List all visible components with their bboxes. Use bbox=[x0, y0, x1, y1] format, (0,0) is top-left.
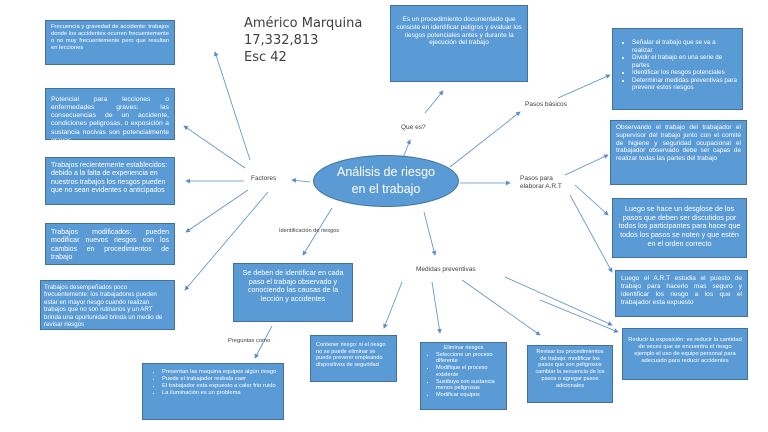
reducir-box: Reducir la exposición: es reducir la can… bbox=[622, 328, 748, 380]
central-topic: Análisis de riesgo en el trabajo bbox=[313, 155, 459, 207]
label-medidas: Medidas preventivas bbox=[416, 266, 476, 273]
factor-box-potencial: Potencial para lecciones o enfermedades … bbox=[45, 88, 175, 144]
pasos-basicos-item: Señalar el trabajo que se va a realizar bbox=[632, 39, 737, 54]
pasos-art-box-1: Observando el trabajo del trabajador el … bbox=[610, 120, 747, 185]
label-pasos-elaborar-line2: elaborar A.R.T bbox=[520, 183, 562, 190]
eliminar-box: Eliminar riesgos Seleccione un proceso d… bbox=[420, 342, 507, 410]
pasos-basicos-item: Dividir el trabajo en una serie de parte… bbox=[632, 54, 737, 69]
eliminar-item: Seleccione un proceso diferente bbox=[436, 352, 501, 365]
pasos-basicos-item: Determinar medidas preventivas para prev… bbox=[632, 77, 737, 92]
factor-box-frecuencia: Frecuencia y gravedad de accidente: trab… bbox=[45, 20, 175, 65]
pregunta-item: El trabajador esta expuesto a calor frio… bbox=[162, 383, 278, 390]
contener-box: Contener riesgo: si el riesgo no se pued… bbox=[310, 335, 397, 382]
factor-box-modificados: Trabajos modificados: pueden modificar n… bbox=[45, 223, 175, 265]
pasos-art-box-2: Luego se hace un desglose de los pasos q… bbox=[612, 198, 747, 258]
factor-box-recientes: Trabajos recientemente establecidos: deb… bbox=[45, 157, 175, 205]
revisar-box: Revisar los procedimientos de trabajo: m… bbox=[527, 345, 613, 403]
label-que-es: Que es? bbox=[401, 124, 426, 131]
eliminar-item: Sustituya con sustancia menos peligrosas bbox=[436, 379, 501, 392]
author-info: Américo Marquina 17,332,813 Esc 42 bbox=[244, 15, 362, 66]
label-factores: Factores bbox=[251, 175, 277, 182]
pregunta-item: Puede el trabajador resbala caer bbox=[162, 376, 278, 383]
label-pasos-elaborar: Pasos para elaborar A.R.T bbox=[520, 175, 562, 191]
label-preguntas: Preguntas como bbox=[228, 338, 271, 344]
central-topic-line2: en el trabajo bbox=[351, 182, 421, 196]
identificacion-box: Se deben de identificar en cada paso el … bbox=[233, 263, 353, 322]
eliminar-item: Modificar equipos bbox=[436, 392, 501, 399]
author-school: Esc 42 bbox=[244, 50, 287, 65]
label-identificacion: Identificación de riesgos bbox=[279, 228, 340, 234]
pasos-basicos-item: Identificar los riesgos potenciales bbox=[632, 69, 737, 77]
pasos-basicos-box: Señalar el trabajo que se va a realizar … bbox=[612, 28, 743, 110]
eliminar-title: Eliminar riesgos bbox=[443, 345, 484, 351]
factor-box-poco-frecuentes: Trabajos desempeñados poco frecuentement… bbox=[40, 280, 175, 330]
label-pasos-basicos: Pasos básicos bbox=[525, 101, 567, 108]
definition-box: Es un procedimiento documentado que cons… bbox=[390, 5, 528, 82]
author-name: Américo Marquina bbox=[244, 16, 363, 31]
author-id: 17,332,813 bbox=[244, 33, 319, 48]
eliminar-item: Modifique el proceso existente bbox=[436, 365, 501, 378]
central-topic-line1: Análisis de riesgo bbox=[337, 165, 435, 179]
pasos-art-box-3: Luego el A.R.T estudia el puesto de trab… bbox=[615, 270, 748, 317]
preguntas-box: Presentan las maquina equipos algún ries… bbox=[142, 363, 284, 420]
pregunta-item: La iluminación es un problema bbox=[162, 390, 278, 397]
pregunta-item: Presentan las maquina equipos algún ries… bbox=[162, 369, 278, 376]
label-pasos-elaborar-line1: Pasos para bbox=[520, 175, 553, 182]
